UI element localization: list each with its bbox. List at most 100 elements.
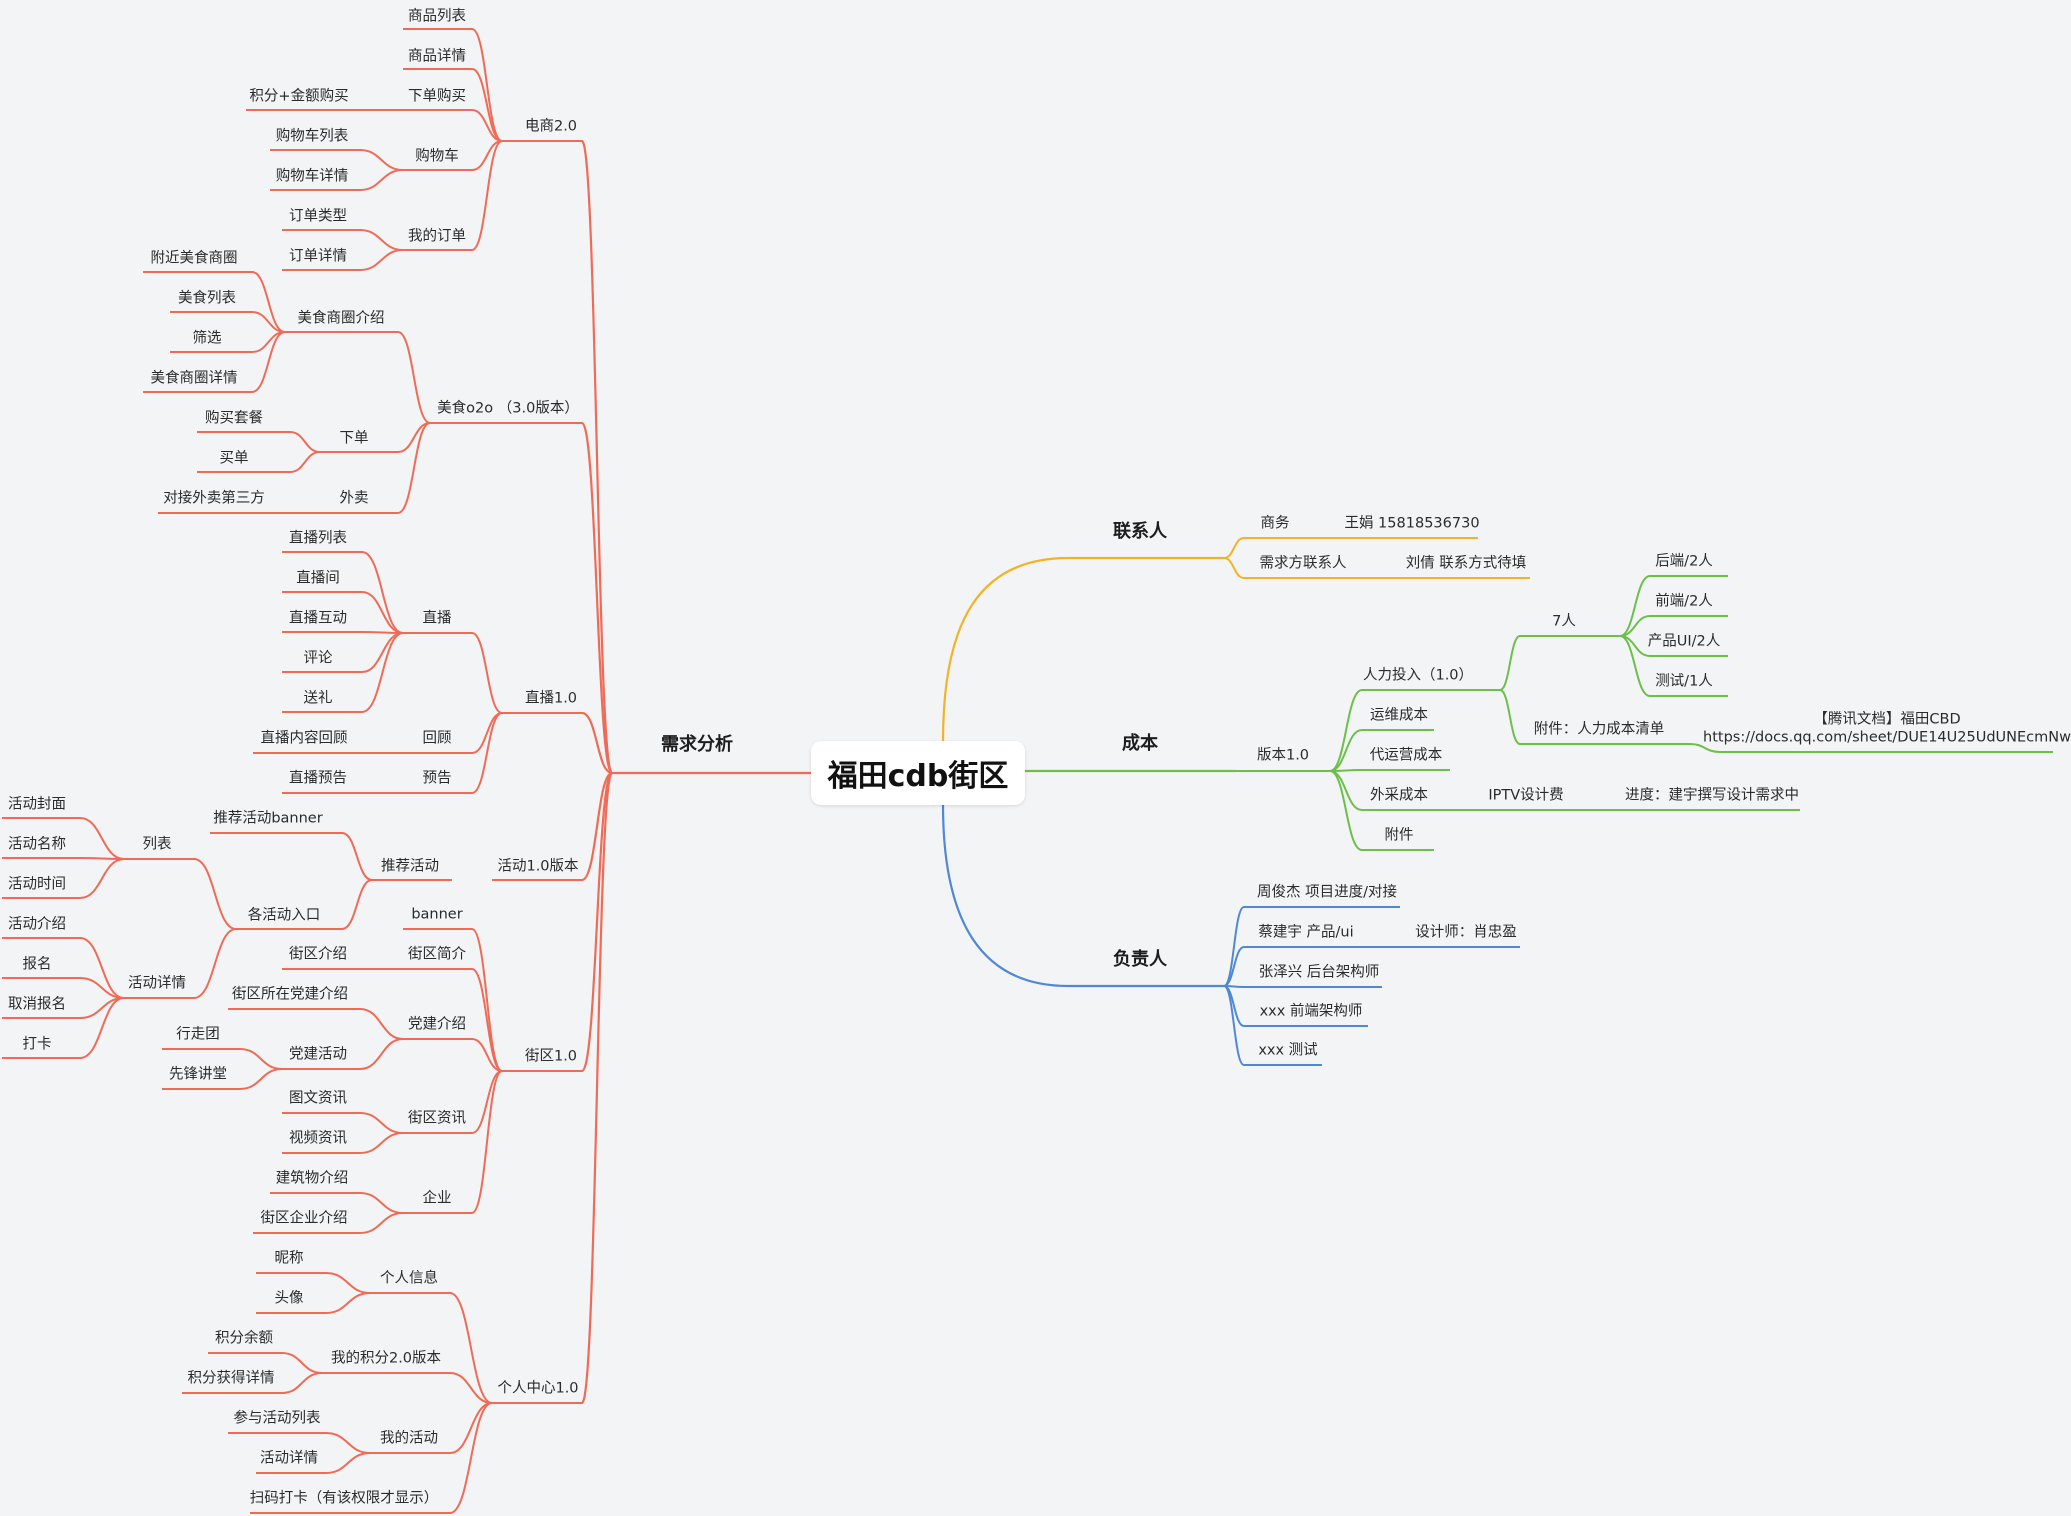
node-activity-detail[interactable]: 活动详情 xyxy=(128,975,186,992)
node-live-preview-item[interactable]: 直播预告 xyxy=(289,770,347,787)
node-cost-outsourcing[interactable]: 外采成本 xyxy=(1370,787,1428,804)
branch-activity[interactable]: 活动1.0版本 xyxy=(497,858,579,875)
topic-requirements[interactable]: 需求分析 xyxy=(661,734,733,756)
node-profile-points-detail[interactable]: 积分获得详情 xyxy=(187,1370,275,1387)
node-food-takeout[interactable]: 外卖 xyxy=(339,490,369,507)
node-live-interaction[interactable]: 直播互动 xyxy=(289,610,347,627)
node-cost-doc-line1[interactable]: 【腾讯文档】福田CBD xyxy=(1813,711,1961,728)
node-cost-attachment-hr[interactable]: 附件：人力成本清单 xyxy=(1533,721,1665,738)
node-live-list[interactable]: 直播列表 xyxy=(289,530,347,547)
node-activity-recommend[interactable]: 推荐活动 xyxy=(381,858,439,875)
topic-contacts[interactable]: 联系人 xyxy=(1113,521,1167,543)
node-contacts-req[interactable]: 需求方联系人 xyxy=(1259,555,1347,572)
node-activity-checkin[interactable]: 打卡 xyxy=(22,1036,52,1053)
topic-cost[interactable]: 成本 xyxy=(1122,733,1158,755)
node-street-intro[interactable]: 街区简介 xyxy=(408,946,466,963)
branch-ecommerce[interactable]: 电商2.0 xyxy=(524,118,578,135)
node-activity-cancel[interactable]: 取消报名 xyxy=(8,996,66,1013)
node-cart-detail[interactable]: 购物车详情 xyxy=(275,168,349,185)
node-order-detail[interactable]: 订单详情 xyxy=(289,248,347,265)
node-live-replay-content[interactable]: 直播内容回顾 xyxy=(260,730,348,747)
node-profile-nickname[interactable]: 昵称 xyxy=(274,1250,304,1267)
node-activity-list[interactable]: 列表 xyxy=(142,836,172,853)
node-cart-list[interactable]: 购物车列表 xyxy=(275,128,349,145)
node-street-party[interactable]: 党建介绍 xyxy=(408,1016,466,1033)
node-cost-frontend[interactable]: 前端/2人 xyxy=(1655,593,1713,610)
node-contacts-biz[interactable]: 商务 xyxy=(1260,515,1290,532)
branch-profile[interactable]: 个人中心1.0 xyxy=(497,1380,579,1397)
node-cost-test[interactable]: 测试/1人 xyxy=(1655,673,1713,690)
node-buy[interactable]: 下单购买 xyxy=(408,88,466,105)
node-street-intro-item[interactable]: 街区介绍 xyxy=(289,946,347,963)
node-profile-act-detail[interactable]: 活动详情 xyxy=(260,1450,318,1467)
node-activity-intro[interactable]: 活动介绍 xyxy=(8,916,66,933)
node-food-buy-set[interactable]: 购买套餐 xyxy=(205,410,263,427)
node-orders[interactable]: 我的订单 xyxy=(408,228,466,245)
node-live-replay[interactable]: 回顾 xyxy=(422,730,452,747)
node-street-news[interactable]: 街区资讯 xyxy=(408,1110,466,1127)
node-owners-p3[interactable]: 张泽兴 后台架构师 xyxy=(1258,964,1380,981)
node-profile-scan[interactable]: 扫码打卡（有该权限才显示） xyxy=(249,1490,439,1507)
node-street-walk[interactable]: 行走团 xyxy=(176,1026,220,1043)
node-cost-people[interactable]: 7人 xyxy=(1552,613,1576,630)
node-activity-entry[interactable]: 各活动入口 xyxy=(247,907,321,924)
root-topic[interactable]: 福田cdb街区 xyxy=(811,741,1025,805)
node-street-company[interactable]: 企业 xyxy=(422,1190,452,1207)
node-cost-doc-line2[interactable]: https://docs.qq.com/sheet/DUE14U25UdUNEc… xyxy=(1703,729,2071,746)
node-street-building[interactable]: 建筑物介绍 xyxy=(275,1170,349,1187)
node-food-circle-detail[interactable]: 美食商圈详情 xyxy=(150,370,238,387)
node-activity-cover[interactable]: 活动封面 xyxy=(8,796,66,813)
node-profile-my-act[interactable]: 我的活动 xyxy=(380,1430,438,1447)
branch-live[interactable]: 直播1.0 xyxy=(524,690,578,707)
node-street-lecture[interactable]: 先锋讲堂 xyxy=(169,1066,227,1083)
node-owners-p1[interactable]: 周俊杰 项目进度/对接 xyxy=(1257,884,1397,901)
node-cost-attachment[interactable]: 附件 xyxy=(1384,827,1414,844)
node-cost-ui[interactable]: 产品UI/2人 xyxy=(1647,633,1721,650)
node-contacts-biz-value[interactable]: 王娟 15818536730 xyxy=(1344,515,1480,532)
node-profile-points[interactable]: 我的积分2.0版本 xyxy=(330,1350,442,1367)
node-food-nearby[interactable]: 附近美食商圈 xyxy=(150,250,238,267)
node-cost-hr[interactable]: 人力投入（1.0） xyxy=(1362,667,1474,684)
node-profile-joined[interactable]: 参与活动列表 xyxy=(233,1410,321,1427)
node-activity-name[interactable]: 活动名称 xyxy=(8,836,66,853)
node-owners-p5[interactable]: xxx 测试 xyxy=(1258,1042,1318,1059)
node-street-party-act[interactable]: 党建活动 xyxy=(289,1046,347,1063)
node-contacts-req-value[interactable]: 刘倩 联系方式待填 xyxy=(1405,555,1527,572)
node-activity-time[interactable]: 活动时间 xyxy=(8,876,66,893)
node-street-text-news[interactable]: 图文资讯 xyxy=(289,1090,347,1107)
node-food-pay-bill[interactable]: 买单 xyxy=(219,450,249,467)
node-live-gift[interactable]: 送礼 xyxy=(303,690,333,707)
node-product-detail[interactable]: 商品详情 xyxy=(408,48,466,65)
node-food-circle[interactable]: 美食商圈介绍 xyxy=(297,310,385,327)
node-product-list[interactable]: 商品列表 xyxy=(408,8,466,25)
node-food-order[interactable]: 下单 xyxy=(339,430,369,447)
node-live-comment[interactable]: 评论 xyxy=(303,650,333,667)
node-owners-p2-designer[interactable]: 设计师：肖忠盈 xyxy=(1415,924,1517,941)
node-live[interactable]: 直播 xyxy=(422,610,452,627)
node-profile-avatar[interactable]: 头像 xyxy=(274,1290,304,1307)
node-owners-p4[interactable]: xxx 前端架构师 xyxy=(1259,1003,1363,1020)
node-food-list[interactable]: 美食列表 xyxy=(178,290,236,307)
node-food-filter[interactable]: 筛选 xyxy=(192,330,222,347)
node-cost-progress[interactable]: 进度：建宇撰写设计需求中 xyxy=(1625,787,1799,804)
node-street-company-intro[interactable]: 街区企业介绍 xyxy=(260,1210,348,1227)
branch-street[interactable]: 街区1.0 xyxy=(524,1048,578,1065)
node-cost-version[interactable]: 版本1.0 xyxy=(1256,747,1310,764)
node-live-preview[interactable]: 预告 xyxy=(422,770,452,787)
node-cost-iptv[interactable]: IPTV设计费 xyxy=(1488,787,1564,804)
node-order-type[interactable]: 订单类型 xyxy=(289,208,347,225)
node-food-third-party[interactable]: 对接外卖第三方 xyxy=(163,490,265,507)
node-live-room[interactable]: 直播间 xyxy=(296,570,340,587)
node-owners-p2[interactable]: 蔡建宇 产品/ui xyxy=(1258,924,1354,941)
node-cart[interactable]: 购物车 xyxy=(415,148,459,165)
node-street-party-item[interactable]: 街区所在党建介绍 xyxy=(232,986,348,1003)
node-cost-agency[interactable]: 代运营成本 xyxy=(1369,747,1443,764)
node-cost-backend[interactable]: 后端/2人 xyxy=(1655,553,1713,570)
node-cost-ops[interactable]: 运维成本 xyxy=(1370,707,1428,724)
branch-food[interactable]: 美食o2o （3.0版本） xyxy=(437,400,579,417)
node-profile-info[interactable]: 个人信息 xyxy=(380,1270,438,1287)
topic-owners[interactable]: 负责人 xyxy=(1113,949,1167,971)
node-profile-balance[interactable]: 积分余额 xyxy=(215,1330,273,1347)
node-street-banner[interactable]: banner xyxy=(411,906,463,923)
node-activity-signup[interactable]: 报名 xyxy=(22,956,52,973)
